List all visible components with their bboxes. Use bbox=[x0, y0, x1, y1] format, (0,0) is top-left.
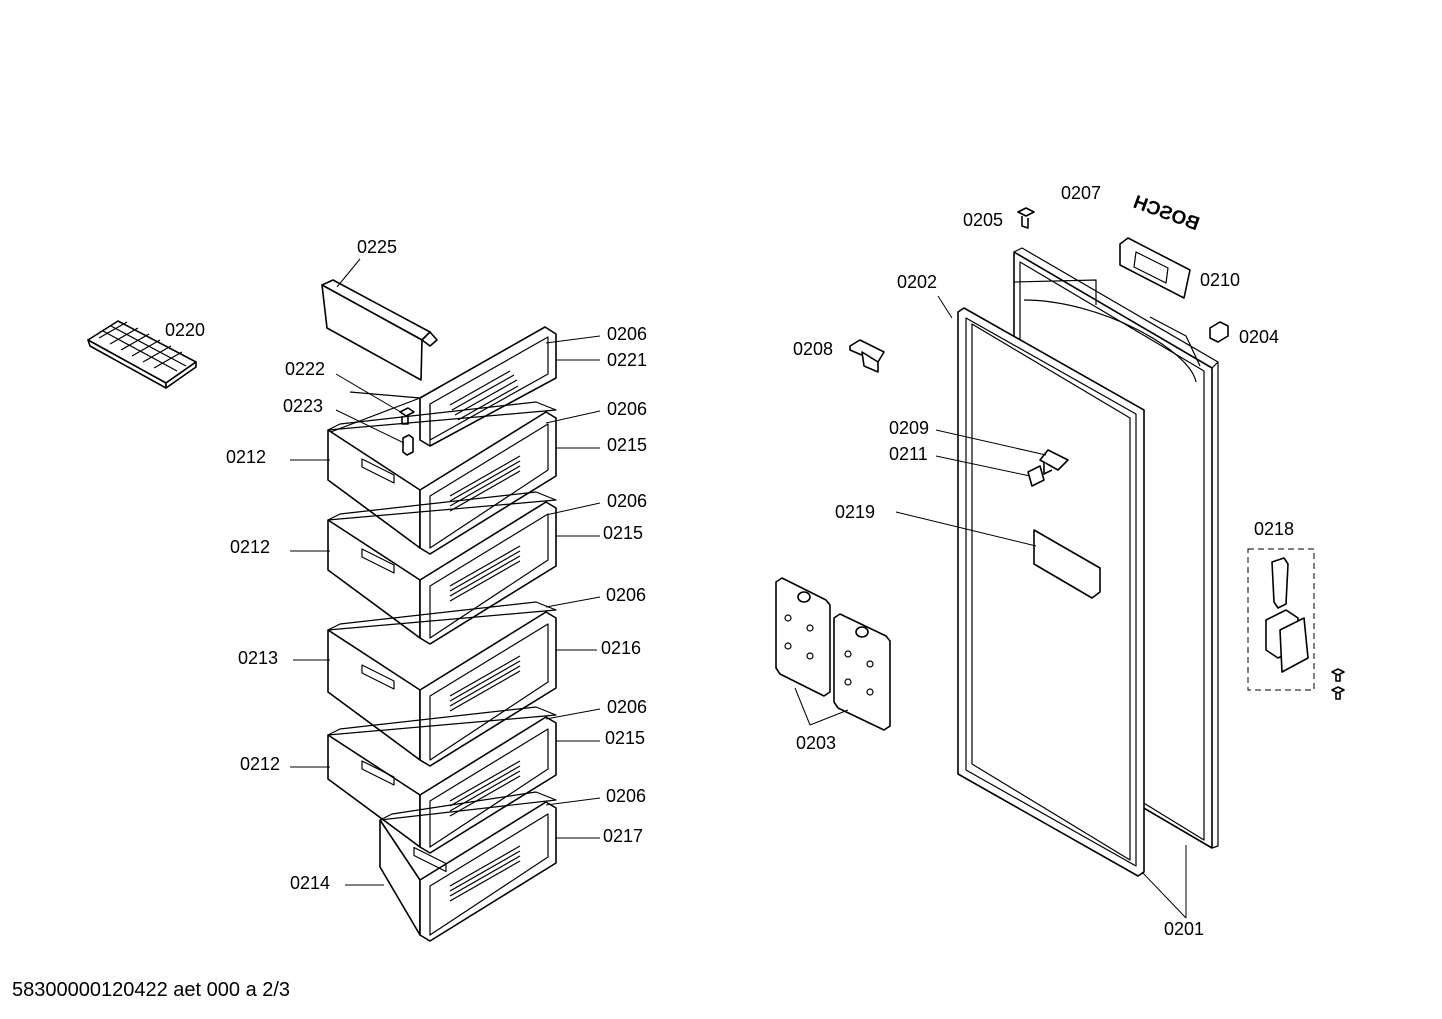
leaders-right bbox=[794, 295, 1187, 919]
door-gasket[interactable] bbox=[957, 307, 1145, 877]
label-0215-c: 0215 bbox=[605, 728, 645, 748]
label-0206-b: 0206 bbox=[607, 399, 647, 419]
label-0206-e: 0206 bbox=[607, 697, 647, 717]
drawing-number: 58300000120422 aet 000 a 2/3 bbox=[12, 979, 291, 1001]
ice-pack-right[interactable] bbox=[833, 613, 891, 731]
ice-pack-left[interactable] bbox=[775, 577, 831, 697]
label-0205: 0205 bbox=[963, 210, 1003, 230]
label-0214: 0214 bbox=[290, 873, 330, 893]
part-labels: 0225 0220 0222 0223 0212 0212 0213 0212 … bbox=[165, 183, 1294, 939]
label-0221: 0221 bbox=[607, 350, 647, 370]
label-0220: 0220 bbox=[165, 320, 205, 340]
label-0202: 0202 bbox=[897, 272, 937, 292]
screw-b[interactable] bbox=[1331, 686, 1345, 700]
label-0206-f: 0206 bbox=[606, 786, 646, 806]
leaders-left bbox=[290, 258, 601, 886]
door-hinge-kit[interactable] bbox=[1247, 548, 1315, 691]
bracket-0209[interactable] bbox=[1039, 449, 1069, 475]
label-0208: 0208 bbox=[793, 339, 833, 359]
label-0213: 0213 bbox=[238, 648, 278, 668]
label-0203: 0203 bbox=[796, 733, 836, 753]
label-0222: 0222 bbox=[285, 359, 325, 379]
flap-front-panel[interactable] bbox=[327, 326, 557, 447]
display-cover[interactable] bbox=[1119, 237, 1191, 299]
label-0225: 0225 bbox=[357, 237, 397, 257]
freezer-drawer-4[interactable] bbox=[327, 706, 557, 854]
label-0206-d: 0206 bbox=[606, 585, 646, 605]
label-0218: 0218 bbox=[1254, 519, 1294, 539]
drawer-stack bbox=[327, 401, 557, 942]
ice-cube-tray[interactable] bbox=[87, 320, 197, 389]
handle-strip[interactable] bbox=[1033, 529, 1101, 599]
clip-0204[interactable] bbox=[1209, 321, 1229, 343]
label-0216: 0216 bbox=[601, 638, 641, 658]
label-0223: 0223 bbox=[283, 396, 323, 416]
pin-0223[interactable] bbox=[402, 434, 414, 456]
hinge-cover[interactable] bbox=[849, 339, 885, 373]
label-0212-a: 0212 bbox=[226, 447, 266, 467]
label-0207: 0207 bbox=[1061, 183, 1101, 203]
freezer-drawer-3[interactable] bbox=[327, 601, 557, 767]
label-0206-c: 0206 bbox=[607, 491, 647, 511]
freezer-drawer-5[interactable] bbox=[379, 791, 557, 942]
freezer-drawer-1[interactable] bbox=[327, 401, 557, 555]
label-0212-b: 0212 bbox=[230, 537, 270, 557]
label-0215-b: 0215 bbox=[603, 523, 643, 543]
label-0201: 0201 bbox=[1164, 919, 1204, 939]
label-0209: 0209 bbox=[889, 418, 929, 438]
label-0219: 0219 bbox=[835, 502, 875, 522]
label-0212-c: 0212 bbox=[240, 754, 280, 774]
screw-a[interactable] bbox=[1331, 668, 1345, 682]
part-0211[interactable] bbox=[1027, 465, 1045, 487]
svg-text:BOSCH: BOSCH bbox=[1130, 192, 1202, 235]
label-0217: 0217 bbox=[603, 826, 643, 846]
label-0210: 0210 bbox=[1200, 270, 1240, 290]
label-0204: 0204 bbox=[1239, 327, 1279, 347]
freezer-flap[interactable] bbox=[321, 279, 438, 381]
freezer-drawer-2[interactable] bbox=[327, 491, 557, 645]
bosch-logo: BOSCH bbox=[1130, 192, 1202, 235]
screw-0205[interactable] bbox=[1017, 207, 1035, 229]
label-0215-a: 0215 bbox=[607, 435, 647, 455]
label-0206-a: 0206 bbox=[607, 324, 647, 344]
label-0211: 0211 bbox=[889, 444, 928, 464]
